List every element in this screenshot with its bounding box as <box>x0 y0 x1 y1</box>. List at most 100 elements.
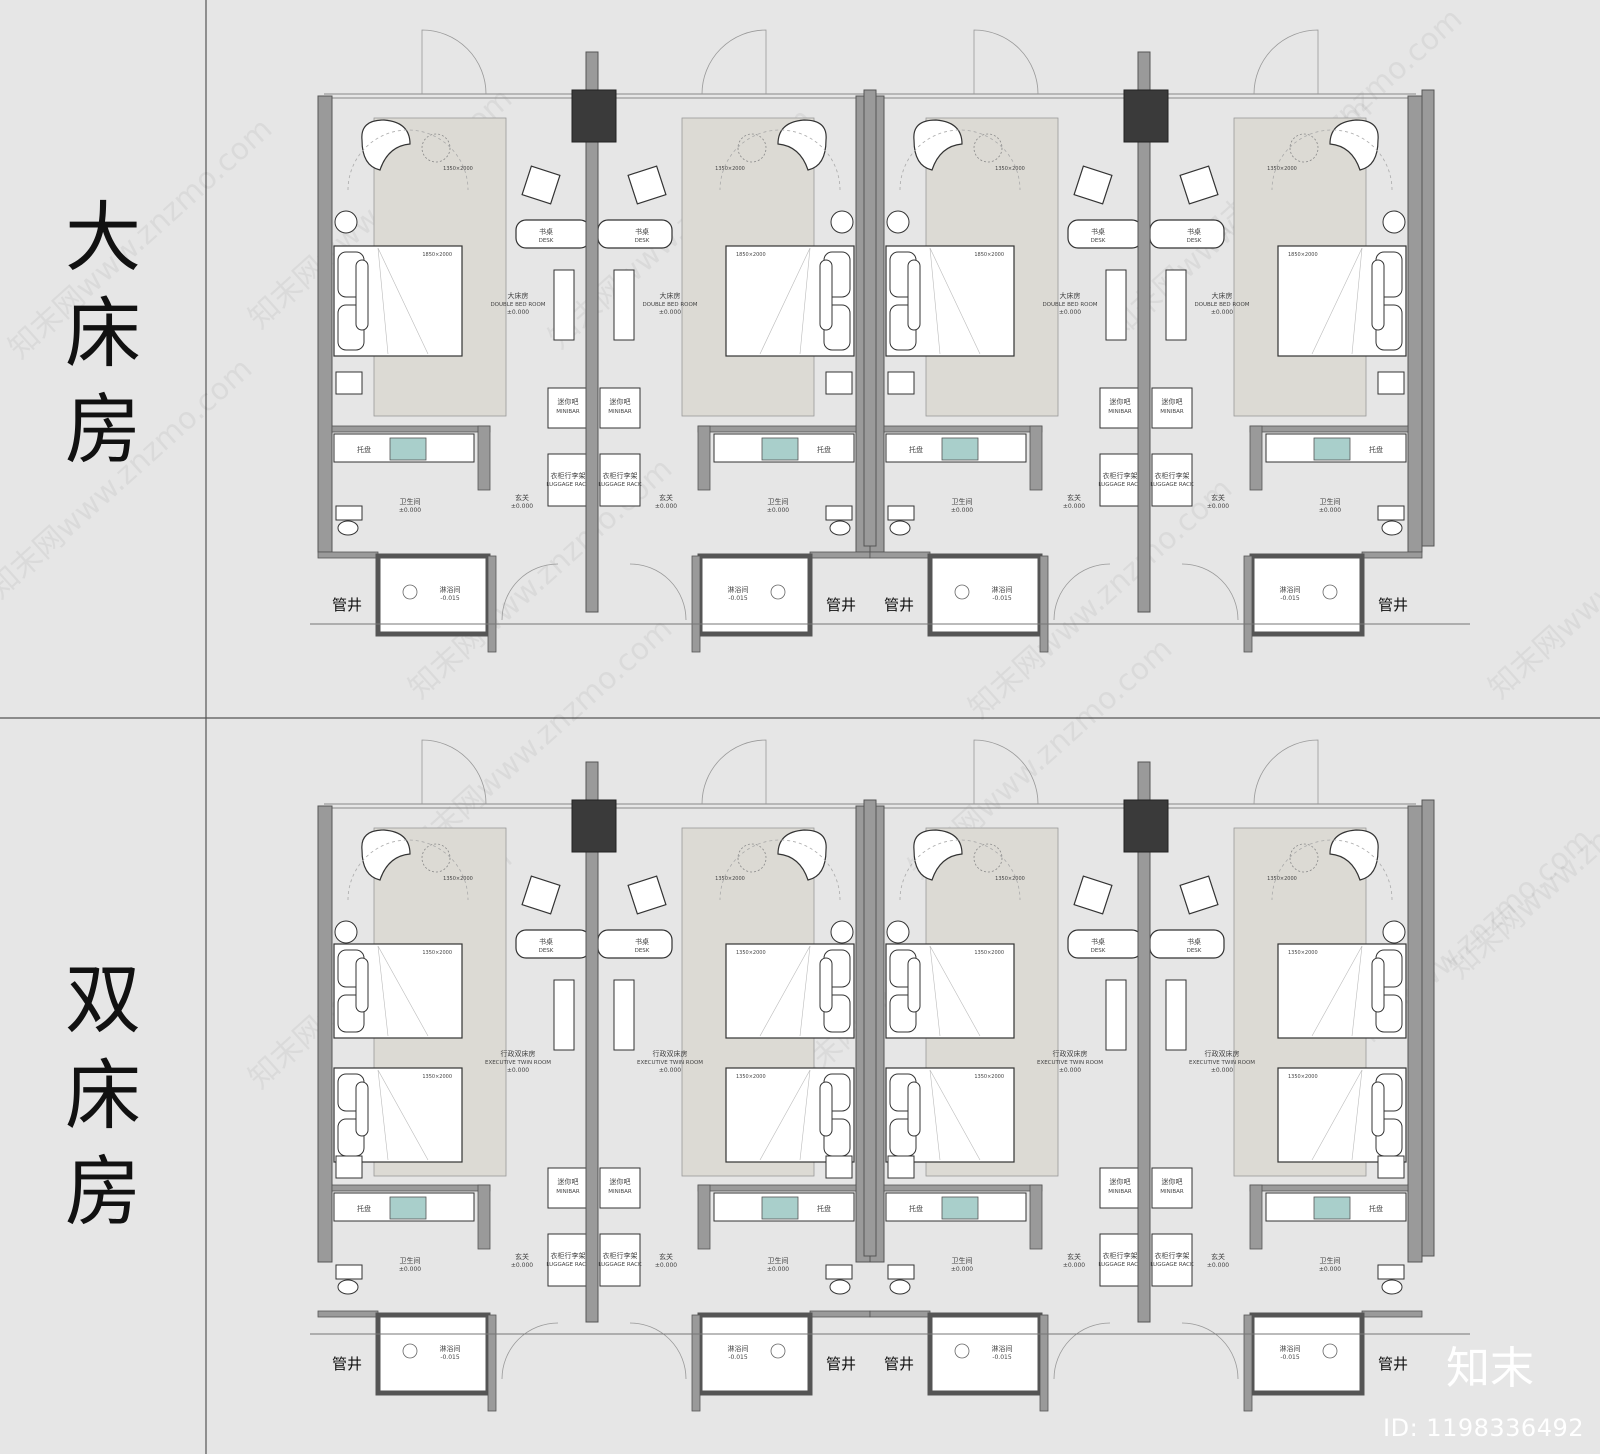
wardrobe-label: 衣柜行李架 <box>1103 1251 1138 1260</box>
lounge-chair <box>1329 829 1379 881</box>
party-wall <box>863 89 877 547</box>
shower-drain <box>954 584 970 600</box>
foyer-label: 玄关 <box>1211 1252 1225 1261</box>
room-type-en: DOUBLE BED ROOM <box>1042 302 1097 308</box>
toilet-tank <box>335 1264 363 1280</box>
luggage-label-en: LUGGAGE RACK <box>598 482 642 488</box>
dimension-label: 1350×2000 <box>715 876 745 882</box>
lounge-chair <box>361 119 411 171</box>
room-level: ±0.000 <box>659 309 681 316</box>
toilet-tank <box>335 505 363 521</box>
nightstand <box>825 1155 853 1179</box>
bathroom-wall <box>883 425 1043 433</box>
toilet-bowl <box>889 1279 911 1295</box>
shower-drain <box>1322 1343 1338 1359</box>
bed-size-label: 1350×2000 <box>974 1074 1004 1080</box>
desk-label-cn: 书桌 <box>635 937 649 946</box>
exterior-wall <box>317 95 333 553</box>
room-type-en: DOUBLE BED ROOM <box>490 302 545 308</box>
side-table <box>1289 843 1319 873</box>
wardrobe-label: 衣柜行李架 <box>603 1251 638 1260</box>
foyer-level: ±0.000 <box>655 503 677 510</box>
floor-lamp <box>886 210 910 234</box>
shower-drain <box>1322 584 1338 600</box>
basin <box>389 437 427 461</box>
bed-size-label: 1850×2000 <box>1288 252 1318 258</box>
shower-level: -0.015 <box>728 1354 748 1361</box>
desk-label-en: DESK <box>1187 238 1202 244</box>
section-label-char: 房 <box>65 385 141 474</box>
basin <box>389 1196 427 1220</box>
entry-door-swing <box>1053 563 1111 621</box>
minibar-label-en: MINIBAR <box>1160 1189 1184 1195</box>
exterior-wall <box>1421 89 1435 547</box>
entry-door-swing <box>501 1322 559 1380</box>
bolster <box>1371 957 1385 1013</box>
corridor-wall <box>1039 1314 1049 1412</box>
corridor-wall <box>1243 555 1253 653</box>
minibar-label-en: MINIBAR <box>1160 409 1184 415</box>
desk-chair <box>521 875 561 915</box>
shower-room <box>1249 1312 1365 1396</box>
exterior-wall <box>317 805 333 1263</box>
nightstand <box>1377 371 1405 395</box>
bed-throw-line <box>929 945 981 1037</box>
shower-level: -0.015 <box>728 595 748 602</box>
balcony-door-swing <box>1253 29 1319 95</box>
room-type-en: EXECUTIVE TWIN ROOM <box>637 1060 703 1066</box>
shower-room <box>927 1312 1043 1396</box>
bed-throw-line <box>377 1069 389 1161</box>
shower-level: -0.015 <box>992 1354 1012 1361</box>
nightstand <box>887 371 915 395</box>
luggage-label-en: LUGGAGE RACK <box>1098 482 1142 488</box>
room-type-cn: 行政双床房 <box>501 1049 536 1058</box>
entry-door-swing <box>629 1322 687 1380</box>
shower-label: 淋浴间 <box>728 1344 749 1353</box>
foyer-label: 玄关 <box>1067 493 1081 502</box>
bed-throw-line <box>1351 1069 1363 1161</box>
nightstand <box>335 1155 363 1179</box>
balcony-door-swing <box>1253 739 1319 805</box>
desk-chair <box>521 165 561 205</box>
party-wall <box>1137 761 1151 1323</box>
basin <box>941 437 979 461</box>
room-module: 1350×20001350×20001350×2000行政双床房EXECUTIV… <box>317 739 591 1412</box>
bed-throw-line <box>759 1069 811 1161</box>
tv-cabinet <box>553 979 575 1051</box>
minibar <box>547 1167 589 1209</box>
nightstand <box>1377 1155 1405 1179</box>
basin <box>761 437 799 461</box>
shower-label: 淋浴间 <box>728 585 749 594</box>
dimension-label: 1350×2000 <box>995 166 1025 172</box>
desk-label-cn: 书桌 <box>1187 227 1201 236</box>
desk-label-cn: 书桌 <box>539 227 553 236</box>
foyer-label: 玄关 <box>659 493 673 502</box>
bathroom-wall <box>697 1184 711 1250</box>
desk-label-cn: 书桌 <box>539 937 553 946</box>
exterior-wall <box>1407 95 1423 553</box>
bed-throw-line <box>929 1069 941 1161</box>
shaft-label: 管井 <box>884 1355 914 1373</box>
bed-throw-line <box>377 247 429 355</box>
shaft-wall <box>1361 1310 1423 1318</box>
tv-cabinet <box>1165 979 1187 1051</box>
minibar-label-en: MINIBAR <box>1108 409 1132 415</box>
dimension-label: 1350×2000 <box>1267 876 1297 882</box>
tray-label: 托盘 <box>909 1204 923 1213</box>
shaft-wall <box>317 551 379 559</box>
shaft-label: 管井 <box>1378 596 1408 614</box>
bolster <box>1371 259 1385 331</box>
room-type-en: EXECUTIVE TWIN ROOM <box>1037 1060 1103 1066</box>
bed-throw-line <box>759 945 811 1037</box>
toilet-level: ±0.000 <box>399 1266 421 1273</box>
toilet-label: 卫生间 <box>952 497 973 506</box>
tv-cabinet <box>1105 269 1127 341</box>
minibar <box>1151 1167 1193 1209</box>
toilet-label: 卫生间 <box>400 497 421 506</box>
shaft-wall <box>809 551 871 559</box>
room-module: 1350×20001350×20001350×2000行政双床房EXECUTIV… <box>1149 739 1423 1412</box>
bolster <box>819 1081 833 1137</box>
party-wall <box>585 761 599 1323</box>
